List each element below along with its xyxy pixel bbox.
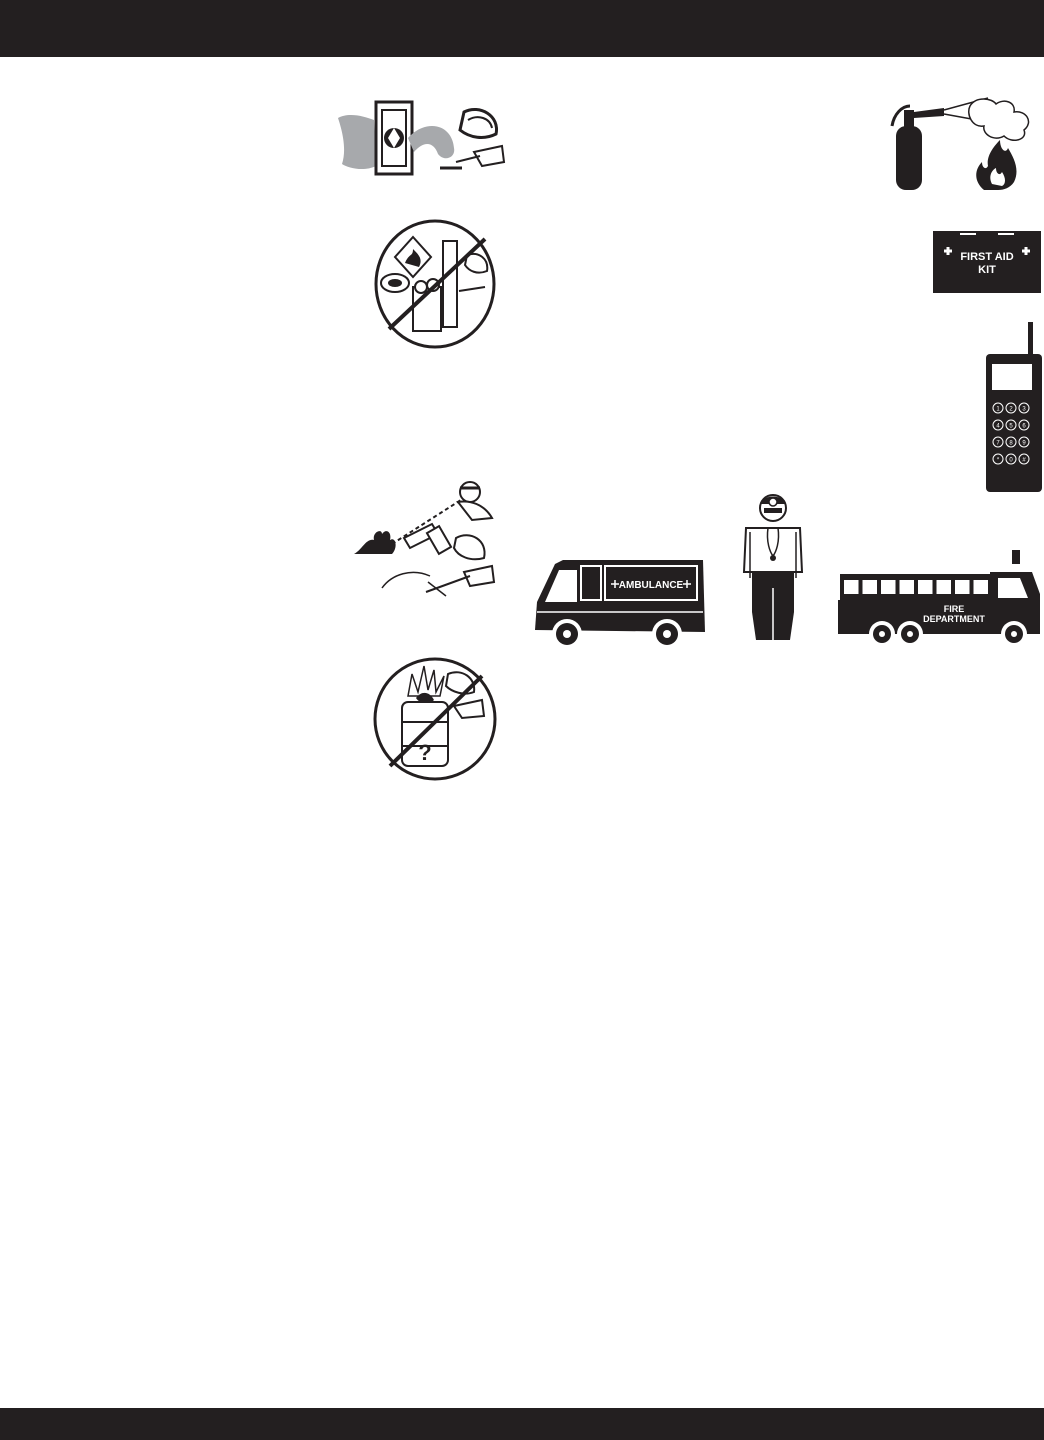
phone-key-label: # bbox=[1022, 458, 1026, 464]
ladder-rung bbox=[877, 574, 881, 600]
phone-key-label: 3 bbox=[1022, 407, 1026, 413]
phone-key bbox=[992, 402, 1004, 414]
phone-key bbox=[992, 419, 1004, 431]
top-bar bbox=[0, 0, 1044, 57]
ladder-rung bbox=[895, 574, 900, 600]
fire-department-label: DEPARTMENT bbox=[923, 614, 985, 624]
phone-keypad: 1 2 3 4 5 6 7 8 9 * 0 # bbox=[992, 402, 1030, 465]
bottom-bar bbox=[0, 1408, 1044, 1440]
phone-key bbox=[1018, 436, 1030, 448]
phone-key-label: * bbox=[997, 458, 1000, 464]
phone-key bbox=[1018, 419, 1030, 431]
ladder-rung bbox=[914, 574, 918, 600]
first-aid-label: FIRST AID bbox=[960, 251, 1013, 263]
doctor-icon bbox=[740, 492, 806, 644]
phone-key bbox=[1018, 402, 1030, 414]
ventilation-fan-welding-icon bbox=[334, 96, 506, 176]
phone-key-label: 1 bbox=[996, 407, 1000, 413]
phone-key bbox=[992, 436, 1004, 448]
first-aid-kit-icon: FIRST AID KIT bbox=[932, 230, 1042, 294]
mobile-phone-icon: 1 2 3 4 5 6 7 8 9 * 0 # bbox=[984, 320, 1044, 494]
phone-key bbox=[1005, 453, 1017, 465]
phone-key-label: 4 bbox=[996, 424, 1000, 430]
phone-key bbox=[992, 453, 1004, 465]
phone-key bbox=[1005, 419, 1017, 431]
phone-key bbox=[1005, 402, 1017, 414]
no-welding-on-drums-icon: ? bbox=[372, 656, 499, 782]
phone-key-label: 5 bbox=[1009, 424, 1013, 430]
fire-label: FIRE bbox=[944, 604, 965, 614]
first-aid-kit-label: KIT bbox=[978, 264, 996, 276]
phone-key-label: 9 bbox=[1022, 441, 1026, 447]
phone-key-label: 7 bbox=[996, 441, 1000, 447]
ladder-rung bbox=[932, 574, 937, 600]
fire-extinguisher-icon bbox=[888, 96, 1040, 192]
ladder-rung bbox=[858, 574, 863, 600]
drum-question-mark: ? bbox=[418, 740, 431, 765]
ambulance-label: AMBULANCE bbox=[619, 580, 684, 591]
no-flammables-near-welding-icon bbox=[373, 217, 498, 351]
phone-key bbox=[1018, 453, 1030, 465]
phone-key-label: 8 bbox=[1009, 441, 1013, 447]
phone-key bbox=[1005, 436, 1017, 448]
fire-truck-icon: FIRE DEPARTMENT bbox=[836, 550, 1042, 650]
fire-watch-extinguisher-icon bbox=[352, 478, 500, 604]
ladder-rung bbox=[840, 574, 844, 600]
ambulance-icon: AMBULANCE bbox=[533, 554, 707, 650]
ladder-rung bbox=[951, 574, 955, 600]
ladder-rung bbox=[969, 574, 974, 600]
phone-key-label: 0 bbox=[1009, 458, 1013, 464]
phone-key-label: 6 bbox=[1022, 424, 1026, 430]
phone-key-label: 2 bbox=[1009, 407, 1013, 413]
